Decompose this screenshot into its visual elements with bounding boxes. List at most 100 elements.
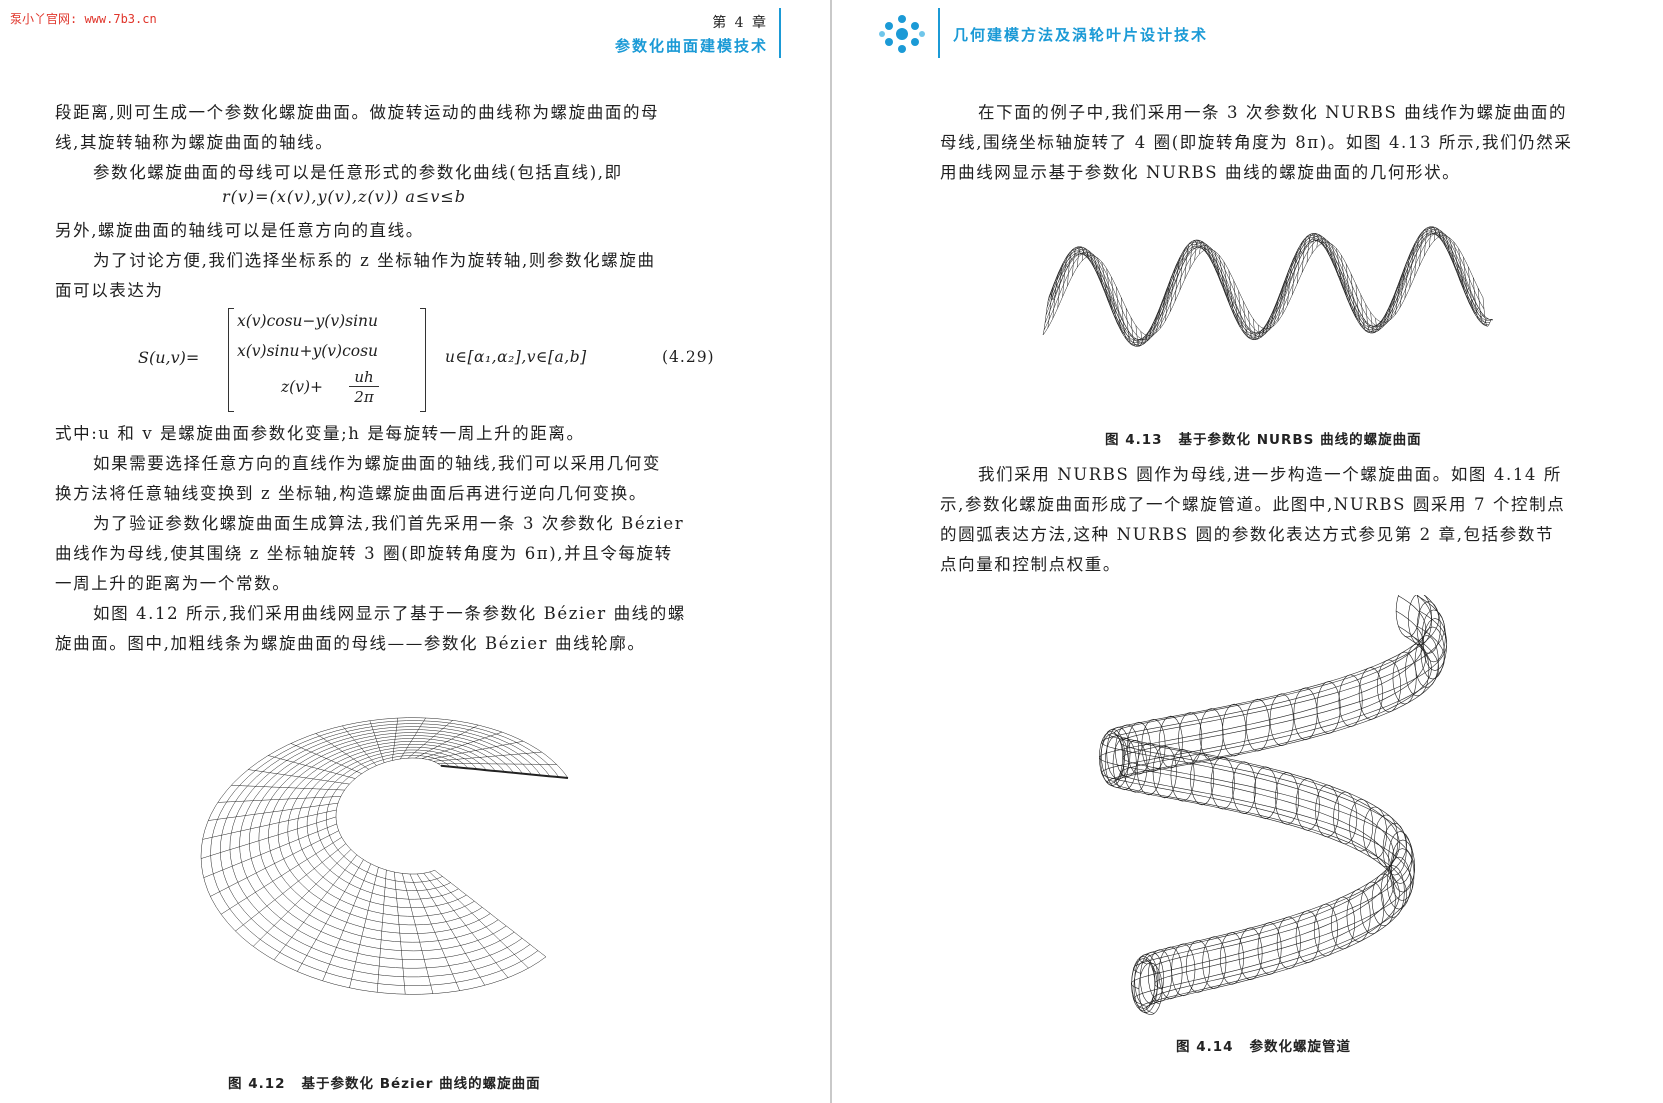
text-line: 为了验证参数化螺旋曲面生成算法,我们首先采用一条 3 次参数化 Bézier [93,514,685,533]
wireframe-line [1120,626,1445,1005]
wireframe-line [1340,255,1352,301]
wireframe-line [1405,643,1430,697]
caption-number: 图 4.13 [1105,432,1163,448]
figure-4-12-bezier-helicoid [140,660,640,1050]
wireframe-line [1046,226,1488,347]
wireframe-line [1313,903,1338,957]
molecule-logo-icon [879,15,925,53]
wireframe-line [1376,659,1401,713]
wireframe-line [1050,232,1492,341]
caption-text: 基于参数化 Bézier 曲线的螺旋曲面 [301,1076,541,1092]
wireframe-line [440,764,569,779]
paragraph-3: 另外,螺旋曲面的轴线可以是任意方向的直线。 [55,216,424,246]
wireframe-line [1047,282,1059,328]
header-divider [938,8,940,58]
wireframe-line [1253,766,1278,820]
book-title: 几何建模方法及涡轮叶片设计技术 [953,26,1209,44]
wireframe-line [1114,595,1440,965]
text-line: 换方法将任意轴线变换到 z 坐标轴,构造螺旋曲面后再进行逆向几何变换。 [55,484,647,503]
fraction-numerator: uh [349,368,379,387]
wireframe-line [1052,233,1494,341]
caption-number: 图 4.14 [1176,1039,1234,1055]
wireframe-line [1107,635,1432,1014]
watermark: 泵小丫官网: www.7b3.cn [10,12,157,26]
wireframe-line [1114,635,1440,1014]
chapter-title: 参数化曲面建模技术 [614,37,768,55]
wireframe-line [1047,226,1489,347]
wireframe-line [1171,943,1196,997]
header-divider [779,8,781,58]
text-line: 另外,螺旋曲面的轴线可以是任意方向的直线。 [55,221,424,240]
wireframe-line [1202,936,1227,989]
paragraph-6: 如果需要选择任意方向的直线作为螺旋曲面的轴线,我们可以采用几何变 换方法将任意轴… [55,449,661,509]
figure-4-14-helical-tube [1055,595,1475,1015]
chapter-number: 第 4 章 [712,15,768,31]
formula-domain: u∈[α₁,α₂],v∈[a,b] [445,348,587,366]
text-line: 参数化螺旋曲面的母线可以是任意形式的参数化曲线(包括直线),即 [93,163,623,182]
fraction: uh 2π [349,368,379,407]
text-line: 面可以表达为 [55,281,164,300]
wireframe-line [1371,873,1396,927]
wireframe-line [1048,228,1490,346]
wireframe-line [1100,733,1125,786]
wireframe-line [1051,233,1493,340]
wireframe-line [1399,262,1411,308]
wireframe-line [326,755,451,883]
wireframe-line [297,746,478,908]
text-line: 式中:u 和 v 是螺旋曲面参数化变量;h 是每旋转一周上升的距离。 [55,424,585,443]
caption-text: 基于参数化 NURBS 曲线的螺旋曲面 [1178,432,1422,448]
paragraph-4: 为了讨论方便,我们选择坐标系的 z 坐标轴作为旋转轴,则参数化螺旋曲 面可以表达… [55,246,656,306]
wireframe-line [1269,693,1294,747]
wireframe-line [1392,651,1417,705]
wireframe-line [1330,896,1355,950]
wireframe-line [1106,726,1131,780]
wireframe-line [1122,610,1448,990]
fraction-denominator: 2π [354,388,374,406]
figure-4-13-nurbs-helicoid [1033,205,1503,415]
text-line: 母线,围绕坐标轴旋转了 4 圈(即旋转角度为 8π)。如图 4.13 所示,我们… [940,133,1573,152]
text-line: 曲线作为母线,使其围绕 z 坐标轴旋转 3 圈(即旋转角度为 6π),并且令每旋… [55,544,673,563]
book-spine-divider [830,0,832,1103]
nurbs-helicoid-wireframe [1042,226,1494,347]
bezier-helicoid-wireframe [200,717,569,995]
equation-number: (4.29) [662,348,715,366]
paragraph-7: 为了验证参数化螺旋曲面生成算法,我们首先采用一条 3 次参数化 Bézier 曲… [55,509,684,599]
wireframe-line [1101,626,1426,1005]
formula-s-lhs: S(u,v)= [138,348,200,367]
wireframe-line [1282,268,1293,315]
wireframe-line [335,757,442,875]
matrix-row-3: z(v)+ [281,378,324,396]
paragraph-2: 参数化螺旋曲面的母线可以是任意形式的参数化曲线(包括直线),即 [55,158,623,188]
wireframe-line [306,749,469,900]
caption-number: 图 4.12 [228,1076,286,1092]
text-line: 的圆弧表达方法,这种 NURBS 圆的参数化表达方式参见第 2 章,包括参数节 [940,525,1555,544]
wireframe-line [1044,228,1486,344]
text-line: 线,其旋转轴称为螺旋曲面的轴线。 [55,133,334,152]
wireframe-line [1101,595,1426,974]
text-line: 为了讨论方便,我们选择坐标系的 z 坐标轴作为旋转轴,则参数化螺旋曲 [93,251,656,270]
text-line: 一周上升的距离为一个常数。 [55,574,291,593]
formula-r: r(v)=(x(v),y(v),z(v)) a≤v≤b [222,187,467,206]
wireframe-line [229,726,541,969]
wireframe-line [1133,960,1158,1013]
wireframe-line [210,720,560,986]
wireframe-line [1395,595,1420,638]
paragraph-8: 如图 4.12 所示,我们采用曲线网显示了基于一条参数化 Bézier 曲线的螺… [55,599,686,659]
paragraph-1: 段距离,则可生成一个参数化螺旋曲面。做旋转运动的曲线称为螺旋曲面的母 线,其旋转… [55,98,659,158]
wireframe-line [1238,927,1263,981]
paragraph-r2: 我们采用 NURBS 圆作为母线,进一步构造一个螺旋曲面。如图 4.14 所 示… [940,460,1565,580]
wireframe-line [268,738,505,934]
matrix-row-1: x(v)cosu−y(v)sinu [237,312,379,330]
wireframe-line [1164,275,1176,322]
text-line: 段距离,则可生成一个参数化螺旋曲面。做旋转运动的曲线称为螺旋曲面的母 [55,103,660,122]
wireframe-line [1333,791,1358,845]
figure-4-13-caption: 图 4.13 基于参数化 NURBS 曲线的螺旋曲面 [1105,428,1422,448]
wireframe-line [1210,756,1235,810]
text-line: 用曲线网显示基于参数化 NURBS 曲线的螺旋曲面的几何形状。 [940,163,1461,182]
wireframe-line [1107,595,1432,965]
text-line: 在下面的例子中,我们采用一条 3 次参数化 NURBS 曲线作为螺旋曲面的 [978,103,1568,122]
paragraph-r1: 在下面的例子中,我们采用一条 3 次参数化 NURBS 曲线作为螺旋曲面的 母线… [940,98,1572,188]
text-line: 示,参数化螺旋曲面形成了一个螺旋管道。此图中,NURBS 圆采用 7 个控制点 [940,495,1566,514]
wireframe-line [1293,687,1318,741]
